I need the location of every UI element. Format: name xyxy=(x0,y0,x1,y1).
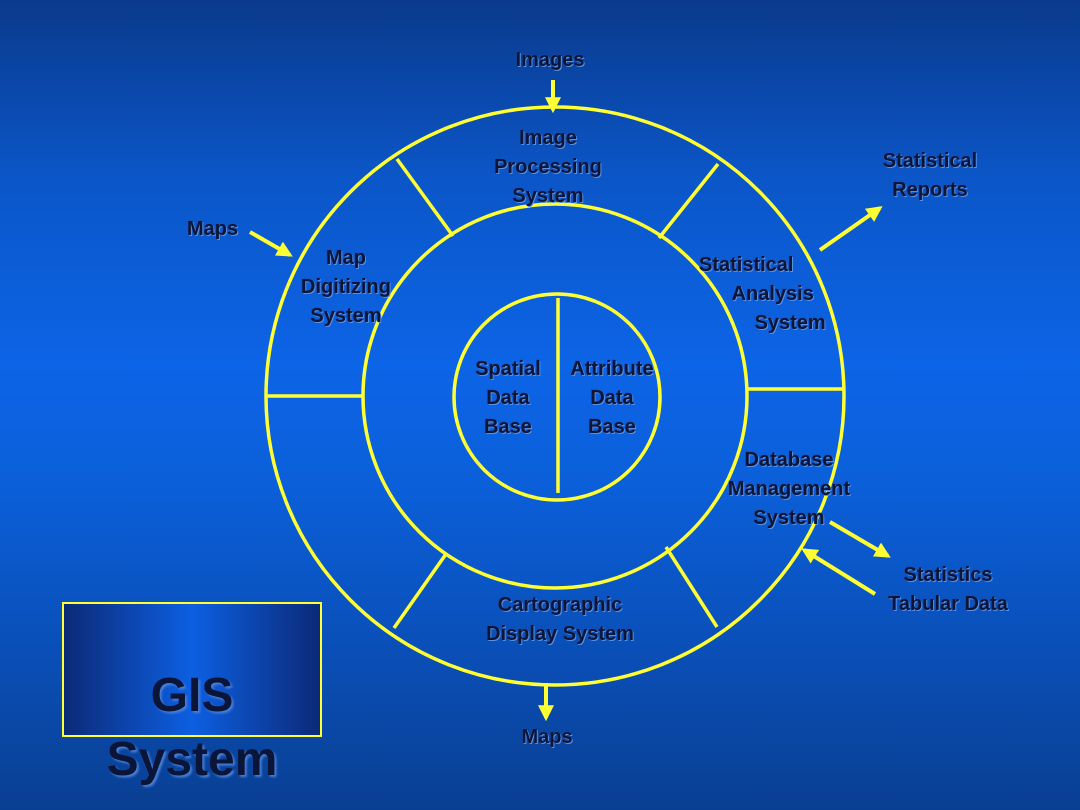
gis-system-title: GIS System xyxy=(106,669,278,786)
divider-bottom-left xyxy=(392,552,448,630)
maps-output-label: Maps xyxy=(521,726,573,748)
images-input-label: Images xyxy=(515,49,585,71)
maps-input-label: Maps xyxy=(187,218,239,240)
statistical-analysis-label: Statistical Analysis System xyxy=(699,254,826,334)
inner-ring xyxy=(361,202,749,590)
arrow-maps-in xyxy=(249,230,293,257)
arrow-reports-out xyxy=(818,206,883,252)
spatial-database-label: Spatial Data Base xyxy=(475,358,541,438)
cartographic-display-label: Cartographic Display System xyxy=(486,594,634,645)
divider-top-left xyxy=(395,157,455,238)
statistical-reports-label: Statistical Reports xyxy=(882,150,978,201)
arrow-db-out xyxy=(828,520,891,558)
arrow-statistics-in xyxy=(801,548,877,596)
divider-bottom-right xyxy=(664,546,719,628)
core-circle xyxy=(452,292,662,502)
database-management-label: Database Management System xyxy=(727,449,851,529)
statistics-tabular-label: Statistics Tabular Data xyxy=(888,564,1008,615)
gis-system-box: GIS System xyxy=(62,602,322,786)
attribute-database-label: Attribute Data Base xyxy=(570,358,654,438)
map-digitizing-label: Map Digitizing System xyxy=(301,247,391,327)
image-processing-label: Image Processing System xyxy=(494,127,602,207)
divider-top-right xyxy=(657,162,720,240)
